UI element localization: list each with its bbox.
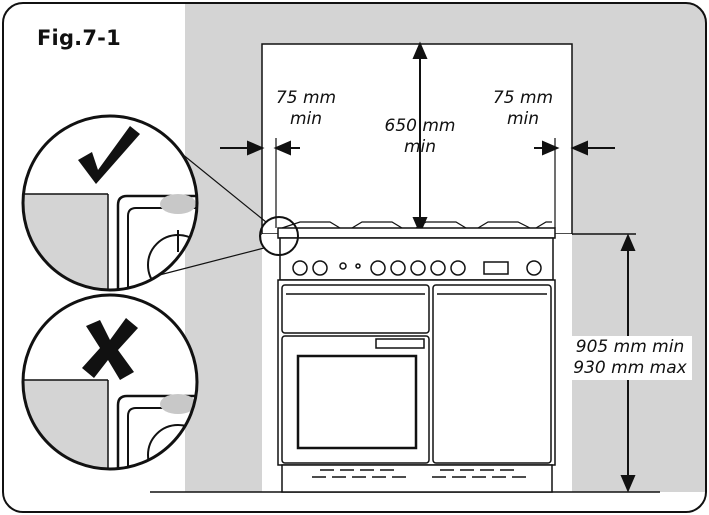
range-cooker	[277, 221, 556, 493]
control-knobs	[292, 260, 542, 276]
detail-marker	[259, 216, 299, 256]
left-gap-value: 75 mm	[275, 88, 337, 108]
right-gap-label: 75 mm min	[487, 88, 559, 130]
detail-incorrect	[21, 293, 199, 471]
left-clearance-arrows	[220, 138, 300, 228]
height-max: 930 mm max	[573, 358, 687, 378]
cross-icon	[82, 318, 138, 380]
back-gap-qualifier: min	[403, 137, 437, 157]
right-gap-value: 75 mm	[492, 88, 554, 108]
back-gap-label: 650 mm min	[378, 116, 462, 158]
height-label: 905 mm min 930 mm max	[568, 336, 692, 380]
plinth-vents	[312, 469, 526, 478]
right-clearance-arrows	[534, 138, 615, 228]
left-gap-qualifier: min	[289, 109, 323, 129]
back-gap-value: 650 mm	[384, 116, 456, 136]
height-min: 905 mm min	[575, 337, 685, 357]
check-icon	[78, 126, 140, 184]
figure-title: Fig.7-1	[37, 26, 121, 50]
clearance-zone	[261, 43, 573, 235]
floor-area	[3, 492, 706, 512]
left-gap-label: 75 mm min	[270, 88, 342, 130]
right-gap-qualifier: min	[506, 109, 540, 129]
